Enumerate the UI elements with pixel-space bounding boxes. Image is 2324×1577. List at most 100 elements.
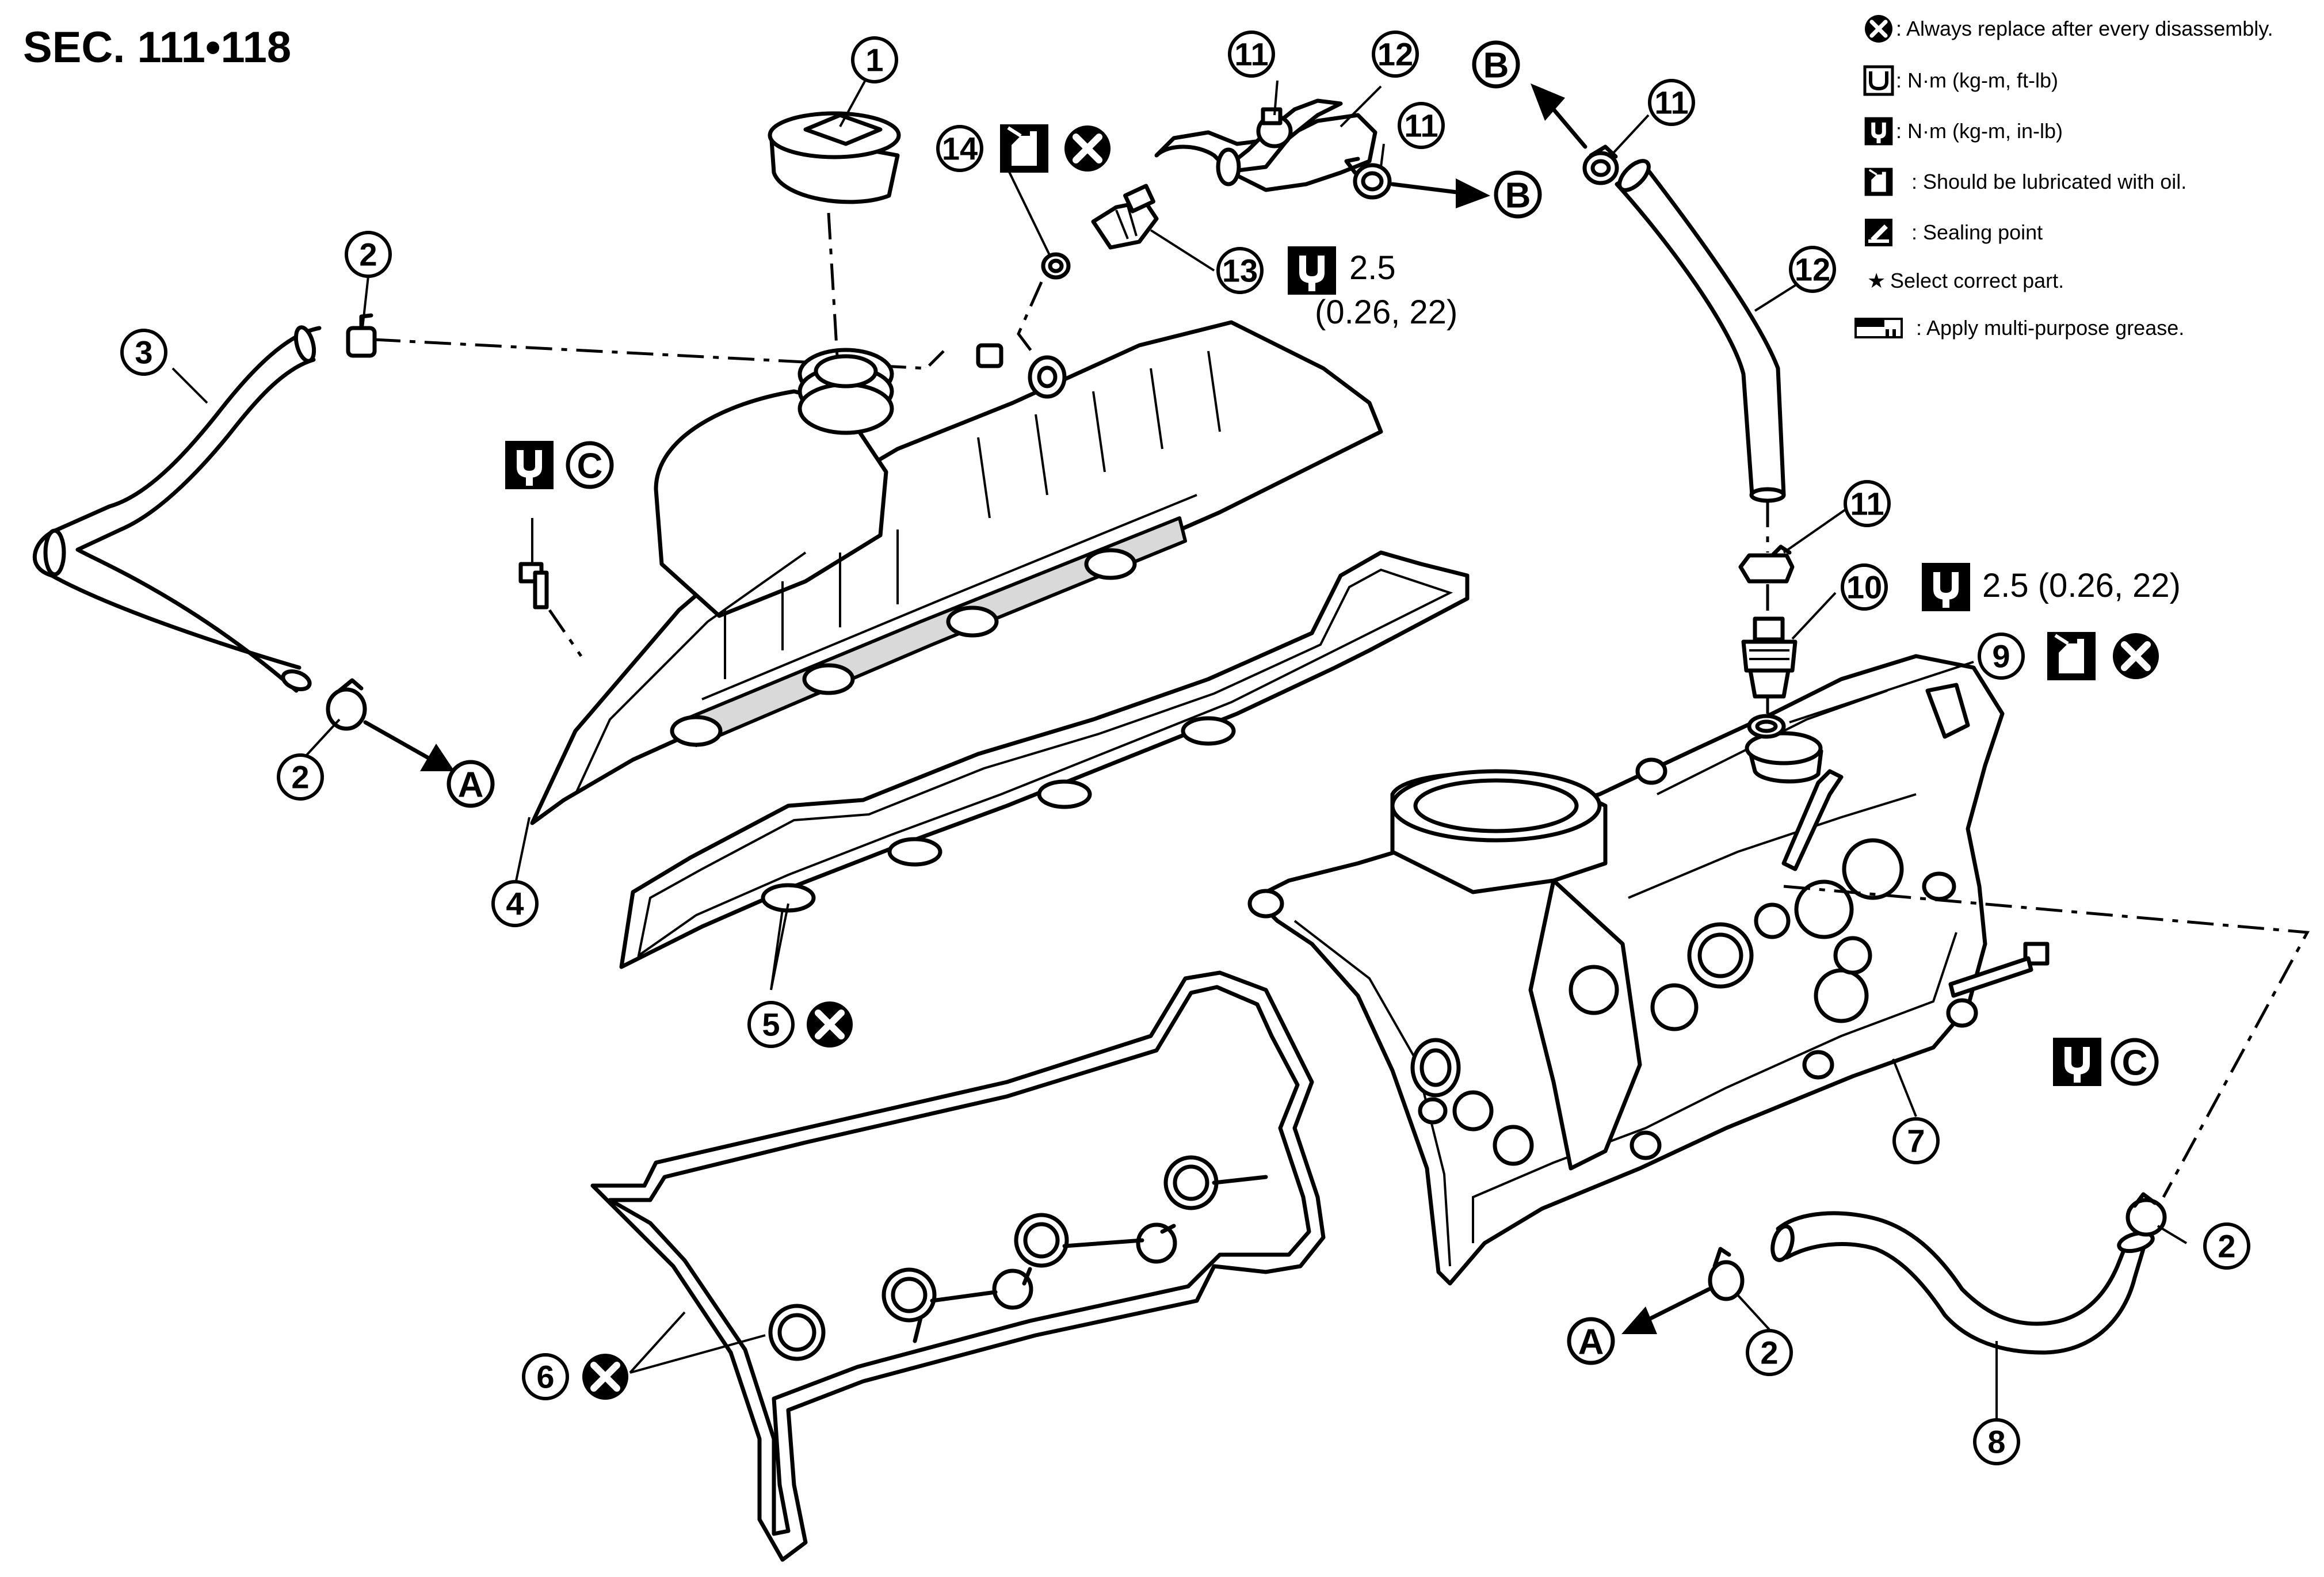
callout-11-right-lower: 11 xyxy=(1844,480,1891,527)
rocker-cover-bolt-left xyxy=(518,518,583,657)
rocker-cover-left xyxy=(530,320,1383,825)
svg-text:9: 9 xyxy=(1992,638,2010,675)
arrow-to-b-upper xyxy=(1551,107,1588,149)
callout-11-right-upper: 11 xyxy=(1648,79,1695,126)
legend-in-lb-row: : N·m (kg-m, in-lb) xyxy=(1864,117,2063,146)
callout-9: 9 xyxy=(1978,633,2025,680)
connector-c-right: C xyxy=(2111,1038,2159,1086)
torque-in-lb-icon xyxy=(1288,246,1336,295)
oil-filler-cap xyxy=(768,111,901,204)
legend-sealing-row: : Sealing point xyxy=(1865,219,2043,246)
arrow-head-b-middle xyxy=(1456,178,1490,208)
oil-can-icon xyxy=(1000,124,1048,173)
svg-text:13: 13 xyxy=(1222,253,1258,289)
hose-clamp-upper-left xyxy=(346,313,377,358)
legend-select-text: Select correct part. xyxy=(1890,269,2064,292)
hose-clamp-right-lower xyxy=(1738,544,1795,584)
torque-in-lb-icon xyxy=(2053,1038,2101,1086)
svg-text:B: B xyxy=(1483,46,1509,86)
callout-1: 1 xyxy=(851,36,898,83)
svg-text:2: 2 xyxy=(2218,1228,2235,1264)
arrow-head-a-left xyxy=(420,744,455,771)
legend-sealing-text: : Sealing point xyxy=(1911,220,2043,244)
svg-text:11: 11 xyxy=(1234,36,1268,73)
svg-text:B: B xyxy=(1505,176,1531,216)
svg-text:5: 5 xyxy=(762,1007,780,1043)
callout-12-top: 12 xyxy=(1372,31,1419,78)
callout-2-lower-right-a: 2 xyxy=(1746,1329,1793,1376)
torque-in-lb-icon xyxy=(1864,117,1893,146)
hose-clamp-lower-right-a xyxy=(1708,1247,1745,1301)
arrow-to-b-middle xyxy=(1390,182,1464,195)
plug-tube-gasket xyxy=(590,970,1326,1562)
connector-a-left: A xyxy=(447,760,495,808)
legend-replace-row: : Always replace after every disassembly… xyxy=(1865,15,2273,43)
callout-12-right: 12 xyxy=(1789,246,1836,293)
legend-grease-text: : Apply multi-purpose grease. xyxy=(1916,316,2184,340)
connector-b-middle: B xyxy=(1494,170,1542,219)
callout-7: 7 xyxy=(1892,1117,1940,1164)
rocker-cover-gasket xyxy=(619,550,1470,969)
svg-text:A: A xyxy=(458,765,484,805)
rocker-cover-right xyxy=(1247,654,2005,1286)
connector-c-left: C xyxy=(566,441,614,489)
pcv-valve-lower xyxy=(1741,616,1798,699)
oil-can-icon xyxy=(2047,632,2096,680)
connector-a-right: A xyxy=(1567,1317,1615,1365)
callout-3: 3 xyxy=(120,329,167,376)
svg-text:11: 11 xyxy=(1654,85,1688,121)
svg-text:11: 11 xyxy=(1850,486,1884,522)
callout-5: 5 xyxy=(747,1001,795,1048)
section-title: SEC. 111•118 xyxy=(23,23,291,72)
hose-clamp-right-upper xyxy=(1582,144,1619,185)
callout-4: 4 xyxy=(491,880,539,927)
svg-text:12: 12 xyxy=(1377,36,1413,73)
torque-in-lb-icon xyxy=(505,441,554,489)
select-part-star-icon: ★ xyxy=(1867,269,1886,292)
oil-can-icon xyxy=(1863,166,1894,197)
svg-text:6: 6 xyxy=(536,1359,554,1395)
rocker-cover-bolt-right xyxy=(1948,942,2050,998)
svg-text:1: 1 xyxy=(865,42,883,78)
assembly-line-pcv-upper xyxy=(1017,281,1043,358)
callout-10: 10 xyxy=(1841,563,1888,611)
svg-text:2: 2 xyxy=(359,237,377,273)
legend-oil-text: : Should be lubricated with oil. xyxy=(1911,170,2186,193)
legend-ft-lb-row: : N·m (kg-m, ft-lb) xyxy=(1863,65,2058,96)
callout-14: 14 xyxy=(936,125,983,172)
legend-select-row: ★ Select correct part. xyxy=(1867,269,2064,292)
svg-text:8: 8 xyxy=(1987,1424,2005,1460)
torque-spec-item10: 2.5 (0.26, 22) xyxy=(1982,567,2181,604)
legend-oil-row: : Should be lubricated with oil. xyxy=(1863,166,2186,197)
torque-in-lb-icon xyxy=(1922,563,1970,611)
callout-2-lower-left: 2 xyxy=(277,753,324,801)
always-replace-x-icon xyxy=(582,1354,628,1400)
always-replace-x-icon xyxy=(807,1001,853,1047)
torque-spec-item13-line1: 2.5 xyxy=(1349,249,1396,287)
torque-ft-lb-icon xyxy=(1863,65,1894,96)
hose-clamp-top-b xyxy=(1344,157,1392,200)
hose-clamp-lower-left xyxy=(326,678,367,731)
pcv-hose-right-vertical xyxy=(1615,159,1786,503)
svg-text:7: 7 xyxy=(1907,1123,1925,1159)
always-replace-x-icon xyxy=(2113,633,2159,679)
hose-clamp-top-a xyxy=(1256,107,1293,148)
legend-ft-lb-text: : N·m (kg-m, ft-lb) xyxy=(1896,68,2058,92)
svg-text:3: 3 xyxy=(135,334,152,371)
svg-text:A: A xyxy=(1578,1323,1604,1362)
callout-6: 6 xyxy=(522,1353,569,1400)
always-replace-x-icon xyxy=(1064,125,1111,172)
arrow-to-a-right xyxy=(1643,1287,1711,1323)
svg-text:2: 2 xyxy=(1760,1335,1778,1371)
always-replace-x-icon xyxy=(1865,15,1892,43)
hose-clamp-lower-right-b xyxy=(2125,1192,2167,1237)
callout-8: 8 xyxy=(1973,1418,2020,1465)
o-ring-lower xyxy=(1747,714,1786,739)
sealing-point-icon xyxy=(1865,219,1892,246)
arrow-head-b-upper xyxy=(1531,83,1565,121)
connector-b-upper: B xyxy=(1472,40,1520,89)
legend-in-lb-text: : N·m (kg-m, in-lb) xyxy=(1896,119,2063,143)
svg-text:C: C xyxy=(2122,1043,2148,1083)
assembly-line-oil-cap xyxy=(827,212,839,357)
